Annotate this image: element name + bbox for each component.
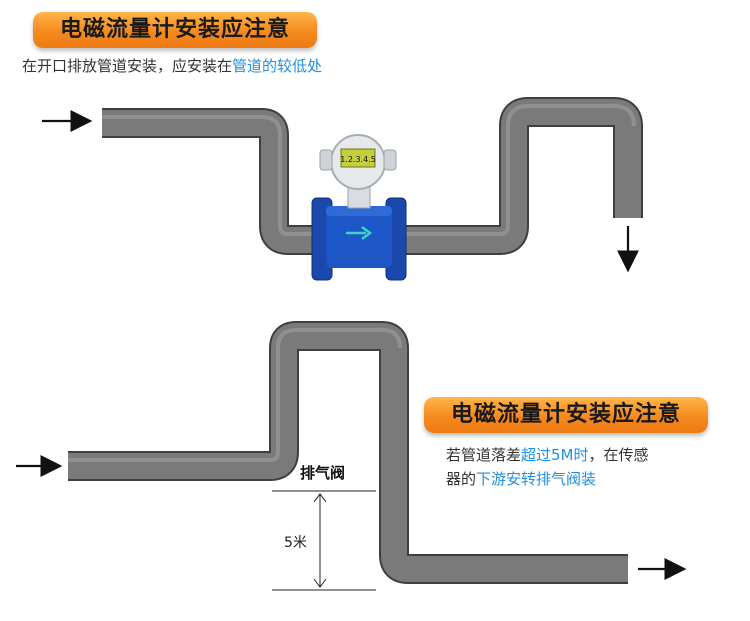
height-label: 5米: [284, 535, 307, 551]
section2-note-line2: 器的下游安转排气阀装: [446, 467, 696, 491]
section2-note-line1-prefix: 若管道落差: [446, 446, 522, 464]
pipe-1: [102, 97, 643, 255]
section2-note-line1: 若管道落差超过5M时，在传感: [446, 443, 696, 467]
section1-note: 在开口排放管道安装，应安装在管道的较低处: [22, 54, 322, 78]
section1-title-badge: 电磁流量计安装应注意: [33, 12, 317, 48]
height-dimension: 5米: [272, 490, 376, 591]
exhaust-valve-label: 排气阀: [300, 464, 345, 482]
section1-note-prefix: 在开口排放管道安装，应安装在: [22, 57, 233, 75]
section2-note: 若管道落差超过5M时，在传感 器的下游安转排气阀装: [446, 443, 696, 491]
section2-note-line1-highlight: 超过5M时: [521, 446, 589, 464]
flow-meter: 1.2.3.4.5: [311, 134, 407, 281]
section2-title-badge: 电磁流量计安装应注意: [424, 397, 708, 433]
meter-display: 1.2.3.4.5: [340, 155, 376, 164]
section2-note-line2-highlight: 下游安转排气阀装: [476, 470, 597, 488]
section1-note-highlight: 管道的较低处: [232, 57, 323, 75]
pipe-2: [68, 321, 628, 584]
section2-note-line1-suffix: ，在传感: [588, 446, 649, 464]
section2-note-line2-prefix: 器的: [446, 470, 477, 488]
